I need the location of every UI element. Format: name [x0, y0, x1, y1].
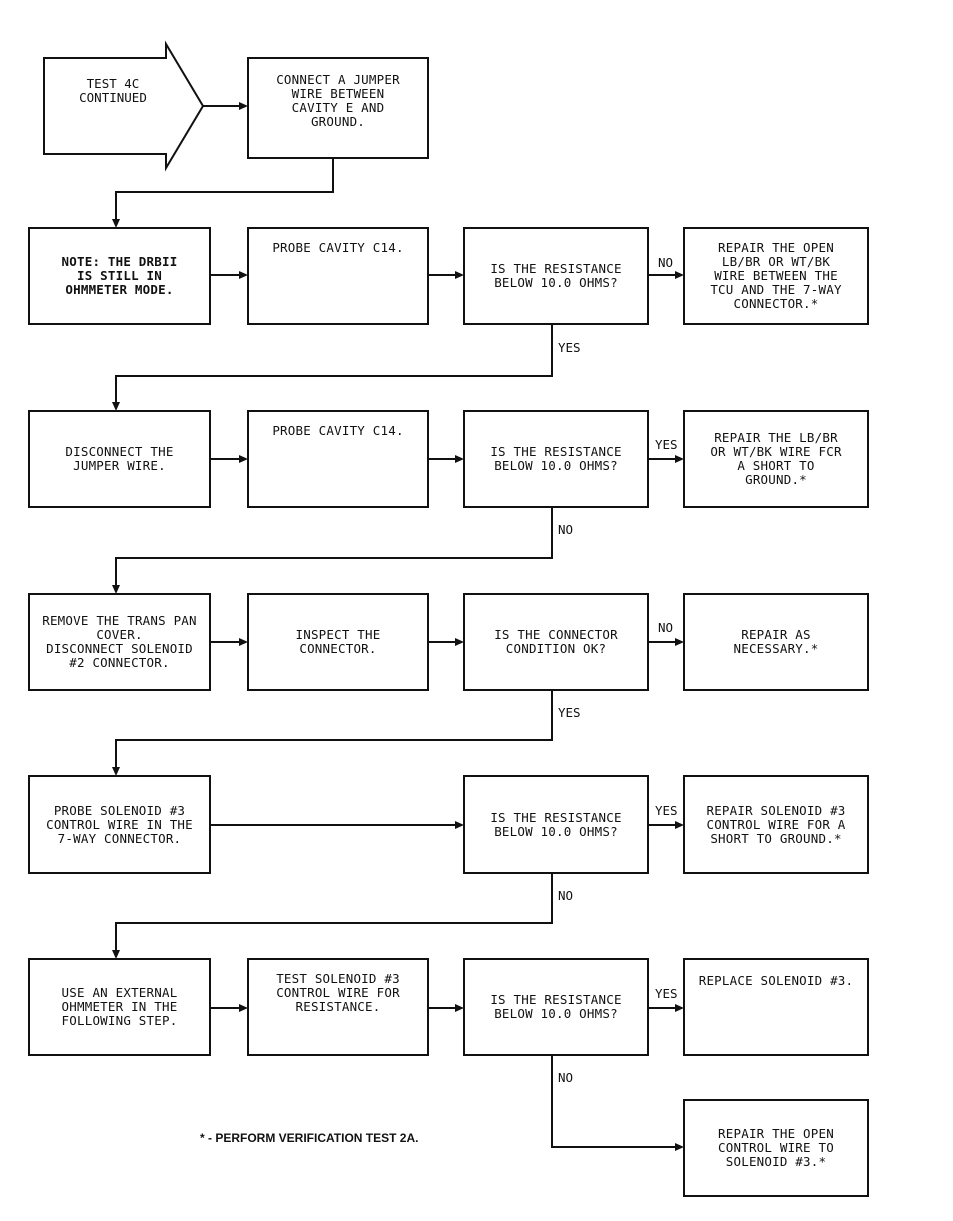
- decision-resistance-3: IS THE RESISTANCE BELOW 10.0 OHMS?: [463, 775, 649, 874]
- connector-q1-yes: [115, 325, 553, 403]
- arrowhead: [239, 102, 248, 110]
- start-label: TEST 4C CONTINUED: [79, 76, 147, 105]
- step-probe-c14-1-text: PROBE CAVITY C14.: [272, 240, 404, 255]
- decision-resistance-4-text: IS THE RESISTANCE BELOW 10.0 OHMS?: [490, 992, 622, 1021]
- label-q2-yes: YES: [655, 437, 678, 452]
- decision-resistance-2: IS THE RESISTANCE BELOW 10.0 OHMS?: [463, 410, 649, 508]
- step-test-solenoid3-wire: TEST SOLENOID #3 CONTROL WIRE FOR RESIST…: [247, 958, 429, 1056]
- label-q1-no: NO: [658, 255, 674, 270]
- label-q4-no: NO: [558, 1070, 574, 1085]
- connector-q2-no: [115, 508, 553, 586]
- decision-resistance-1: IS THE RESISTANCE BELOW 10.0 OHMS?: [463, 227, 649, 325]
- label-q4-yes: YES: [655, 986, 678, 1001]
- decision-connector-ok-text: IS THE CONNECTOR CONDITION OK?: [494, 627, 618, 656]
- label-q3-yes: YES: [655, 803, 678, 818]
- label-q3-no: NO: [558, 888, 574, 903]
- step-probe-cavity-c14-2: PROBE CAVITY C14.: [247, 410, 429, 508]
- connector-q3-no: [115, 874, 553, 951]
- label-q1-yes: YES: [558, 340, 581, 355]
- step-disconnect-jumper-text: DISCONNECT THE JUMPER WIRE.: [65, 444, 174, 473]
- step-probe-solenoid3-text: PROBE SOLENOID #3 CONTROL WIRE IN THE 7-…: [46, 802, 193, 846]
- decision-resistance-4: IS THE RESISTANCE BELOW 10.0 OHMS?: [463, 958, 649, 1056]
- decision-resistance-3-text: IS THE RESISTANCE BELOW 10.0 OHMS?: [490, 809, 622, 839]
- step-connect-jumper: CONNECT A JUMPER WIRE BETWEEN CAVITY E A…: [247, 57, 429, 159]
- arrowhead: [112, 219, 120, 228]
- result-replace-solenoid3-text: REPLACE SOLENOID #3.: [698, 973, 854, 988]
- start-arrow-shape: [43, 40, 205, 172]
- step-inspect-connector-text: INSPECT THE CONNECTOR.: [295, 627, 381, 656]
- result-repair-open-control-wire-text: REPAIR THE OPEN CONTROL WIRE TO SOLENOID…: [718, 1126, 834, 1169]
- note-drbii-ohmmeter: NOTE: THE DRBII IS STILL IN OHMMETER MOD…: [28, 227, 211, 325]
- connector-q4-no: [551, 1056, 676, 1148]
- footnote-verification: * - PERFORM VERIFICATION TEST 2A.: [200, 1131, 419, 1145]
- result-repair-solenoid3-short-text: REPAIR SOLENOID #3 CONTROL WIRE FOR A SH…: [706, 802, 846, 846]
- connector-jumper-to-note: [115, 159, 334, 220]
- result-repair-short-lb-text: REPAIR THE LB/BR OR WT/BK WIRE FCR A SHO…: [710, 430, 842, 487]
- label-cq-no: NO: [658, 620, 674, 635]
- result-repair-as-necessary: REPAIR AS NECESSARY.*: [683, 593, 869, 691]
- result-repair-solenoid3-short: REPAIR SOLENOID #3 CONTROL WIRE FOR A SH…: [683, 775, 869, 874]
- result-repair-short-lb-br: REPAIR THE LB/BR OR WT/BK WIRE FCR A SHO…: [683, 410, 869, 508]
- step-remove-trans-pan-text: REMOVE THE TRANS PAN COVER. DISCONNECT S…: [42, 613, 197, 670]
- result-repair-as-necessary-text: REPAIR AS NECESSARY.*: [733, 627, 819, 656]
- step-remove-trans-pan: REMOVE THE TRANS PAN COVER. DISCONNECT S…: [28, 593, 211, 691]
- result-repair-open-lb-br: REPAIR THE OPEN LB/BR OR WT/BK WIRE BETW…: [683, 227, 869, 325]
- decision-connector-ok: IS THE CONNECTOR CONDITION OK?: [463, 593, 649, 691]
- step-inspect-connector: INSPECT THE CONNECTOR.: [247, 593, 429, 691]
- step-external-ohmmeter: USE AN EXTERNAL OHMMETER IN THE FOLLOWIN…: [28, 958, 211, 1056]
- decision-resistance-1-text: IS THE RESISTANCE BELOW 10.0 OHMS?: [490, 261, 622, 290]
- step-test-solenoid3-wire-text: TEST SOLENOID #3 CONTROL WIRE FOR RESIST…: [276, 971, 400, 1014]
- step-probe-c14-2-text: PROBE CAVITY C14.: [272, 423, 404, 438]
- step-probe-cavity-c14-1: PROBE CAVITY C14.: [247, 227, 429, 325]
- result-repair-open-control-wire: REPAIR THE OPEN CONTROL WIRE TO SOLENOID…: [683, 1099, 869, 1197]
- step-disconnect-jumper: DISCONNECT THE JUMPER WIRE.: [28, 410, 211, 508]
- connector-cq-yes: [115, 691, 553, 768]
- note-drbii-text: NOTE: THE DRBII IS STILL IN OHMMETER MOD…: [61, 254, 178, 297]
- step-probe-solenoid3: PROBE SOLENOID #3 CONTROL WIRE IN THE 7-…: [28, 775, 211, 874]
- step-external-ohmmeter-text: USE AN EXTERNAL OHMMETER IN THE FOLLOWIN…: [61, 985, 178, 1028]
- label-cq-yes: YES: [558, 705, 581, 720]
- step-connect-jumper-text: CONNECT A JUMPER WIRE BETWEEN CAVITY E A…: [276, 72, 400, 129]
- result-replace-solenoid3: REPLACE SOLENOID #3.: [683, 958, 869, 1056]
- decision-resistance-2-text: IS THE RESISTANCE BELOW 10.0 OHMS?: [490, 444, 622, 473]
- result-repair-open-lb-text: REPAIR THE OPEN LB/BR OR WT/BK WIRE BETW…: [710, 240, 842, 311]
- label-q2-no: NO: [558, 522, 574, 537]
